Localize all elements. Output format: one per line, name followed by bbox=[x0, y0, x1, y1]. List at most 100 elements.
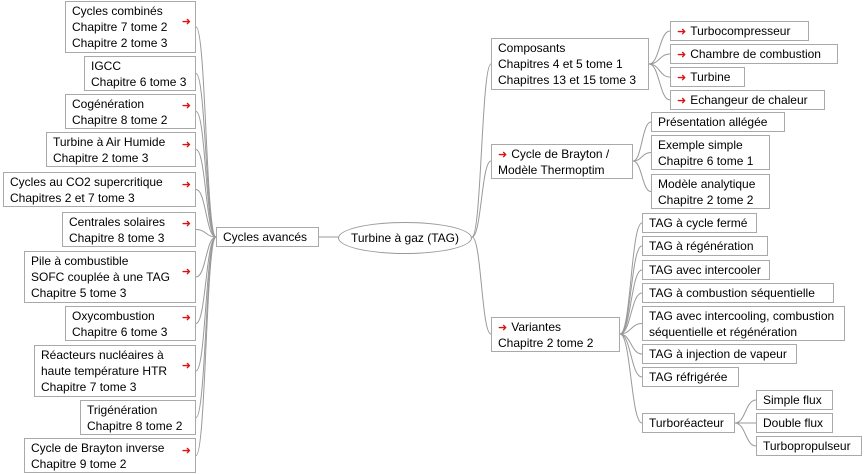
connector-line bbox=[471, 160, 492, 238]
node-text: Chapitre 9 tome 2 bbox=[31, 457, 127, 471]
node-label: Variantes bbox=[511, 320, 562, 334]
brayton-presentation-allegee[interactable]: Présentation allégée bbox=[651, 112, 785, 132]
node-text: séquentielle et régénération bbox=[649, 325, 798, 339]
turbo-simple-flux[interactable]: Simple flux bbox=[756, 390, 833, 410]
link-arrow-icon[interactable]: ➜ bbox=[181, 445, 191, 457]
connector-line bbox=[648, 63, 671, 101]
link-arrow-icon[interactable]: ➜ bbox=[181, 100, 191, 112]
link-arrow-icon[interactable]: ➜ bbox=[181, 218, 191, 230]
link-arrow-icon[interactable]: ➜ bbox=[677, 49, 687, 61]
node-text: Chapitre 2 tome 3 bbox=[72, 36, 168, 50]
link-arrow-icon[interactable]: ➜ bbox=[498, 322, 508, 334]
connector-line bbox=[619, 292, 643, 335]
variante-tag-a-cycle-ferme[interactable]: TAG à cycle fermé bbox=[642, 213, 757, 233]
connector-line bbox=[648, 63, 671, 78]
variante-tag-avec-intercooler[interactable]: TAG avec intercooler bbox=[642, 260, 770, 280]
link-arrow-icon[interactable]: ➜ bbox=[181, 179, 191, 191]
connector-line bbox=[195, 26, 217, 238]
node-text: Chapitres 2 et 7 tome 3 bbox=[10, 191, 135, 205]
node-text: ➜Turbocompresseur bbox=[677, 23, 802, 39]
node-text: Chapitre 6 tome 3 bbox=[72, 325, 168, 339]
link-arrow-icon[interactable]: ➜ bbox=[181, 139, 191, 151]
connector-line bbox=[734, 422, 757, 447]
variante-tag-refrigeree[interactable]: TAG réfrigérée bbox=[642, 367, 739, 387]
link-arrow-icon[interactable]: ➜ bbox=[677, 26, 687, 38]
variante-tag-a-injection-de-vapeur[interactable]: TAG à injection de vapeur bbox=[642, 344, 797, 364]
link-arrow-icon[interactable]: ➜ bbox=[677, 72, 687, 84]
node-text: Cogénération bbox=[72, 97, 145, 111]
left-hub-cycles-avances[interactable]: Cycles avancés bbox=[216, 227, 319, 247]
connector-line bbox=[632, 121, 652, 162]
link-arrow-icon[interactable]: ➜ bbox=[181, 266, 191, 278]
node-label: Chambre de combustion bbox=[690, 47, 821, 61]
connector-line bbox=[648, 53, 671, 65]
node-text: ➜Cycle de Brayton / bbox=[498, 146, 626, 162]
connector-line bbox=[619, 323, 643, 335]
connector-line bbox=[195, 149, 217, 238]
node-text: Chapitre 5 tome 3 bbox=[31, 286, 127, 300]
node-text: Turboréacteur bbox=[649, 416, 724, 430]
node-label: Echangeur de chaleur bbox=[690, 93, 808, 107]
variante-turboreacteur[interactable]: Turboréacteur bbox=[642, 413, 735, 433]
connector-line bbox=[632, 152, 652, 162]
connector-line bbox=[619, 222, 643, 335]
component-chambre-de-combustion[interactable]: ➜Chambre de combustion bbox=[670, 44, 838, 64]
node-text: ➜Variantes bbox=[498, 319, 613, 335]
node-text: Chapitres 13 et 15 tome 3 bbox=[498, 73, 637, 87]
component-turbocompresseur[interactable]: ➜Turbocompresseur bbox=[670, 21, 809, 41]
link-arrow-icon[interactable]: ➜ bbox=[677, 95, 687, 107]
node-text: Modèle analytique bbox=[658, 177, 756, 191]
node-text: Présentation allégée bbox=[658, 115, 768, 129]
connector-line bbox=[619, 333, 643, 378]
link-arrow-icon[interactable]: ➜ bbox=[498, 149, 508, 161]
connector-line bbox=[648, 30, 671, 65]
node-text: Chapitre 2 tome 3 bbox=[53, 151, 149, 165]
link-arrow-icon[interactable]: ➜ bbox=[181, 16, 191, 28]
variante-tag-a-combustion-sequentielle[interactable]: TAG à combustion séquentielle bbox=[642, 283, 834, 303]
variante-tag-a-regeneration[interactable]: TAG à régénération bbox=[642, 236, 768, 256]
link-arrow-icon[interactable]: ➜ bbox=[181, 312, 191, 324]
connector-line bbox=[734, 399, 757, 424]
connector-line bbox=[195, 73, 217, 238]
node-text: Chapitres 4 et 5 tome 1 bbox=[498, 57, 623, 71]
node-text: TAG avec intercooler bbox=[649, 263, 761, 277]
node-text: Cycles au CO2 supercritique bbox=[10, 175, 163, 189]
node-text: ➜Chambre de combustion bbox=[677, 46, 831, 62]
node-text: Modèle Thermoptim bbox=[498, 163, 605, 177]
turbo-double-flux[interactable]: Double flux bbox=[756, 413, 833, 433]
branch-cycle-de-brayton[interactable]: ➜Cycle de Brayton /Modèle Thermoptim bbox=[491, 144, 633, 179]
node-text: SOFC couplée à une TAG bbox=[31, 270, 170, 284]
turbo-turbopropulseur[interactable]: Turbopropulseur bbox=[756, 436, 862, 456]
node-text: Centrales solaires bbox=[69, 215, 166, 229]
link-arrow-icon[interactable]: ➜ bbox=[181, 360, 191, 372]
component-turbine[interactable]: ➜Turbine bbox=[670, 67, 745, 87]
root-node[interactable]: Turbine à gaz (TAG) bbox=[338, 222, 472, 254]
connector-line bbox=[195, 111, 217, 238]
variante-tag-avec-intercooling-combustion[interactable]: TAG avec intercooling, combustion séquent… bbox=[642, 306, 845, 341]
component-echangeur-de-chaleur[interactable]: ➜Echangeur de chaleur bbox=[670, 90, 825, 110]
root-label: Turbine à gaz (TAG) bbox=[350, 231, 460, 245]
node-text: Turbopropulseur bbox=[763, 439, 851, 453]
node-text: haute température HTR bbox=[41, 364, 168, 378]
node-text: Chapitre 7 tome 2 bbox=[72, 20, 168, 34]
node-text: TAG à combustion séquentielle bbox=[649, 286, 815, 300]
node-text: Oxycombustion bbox=[72, 309, 155, 323]
node-text: TAG avec intercooling, combustion bbox=[649, 309, 835, 323]
node-text: Composants bbox=[498, 41, 566, 55]
